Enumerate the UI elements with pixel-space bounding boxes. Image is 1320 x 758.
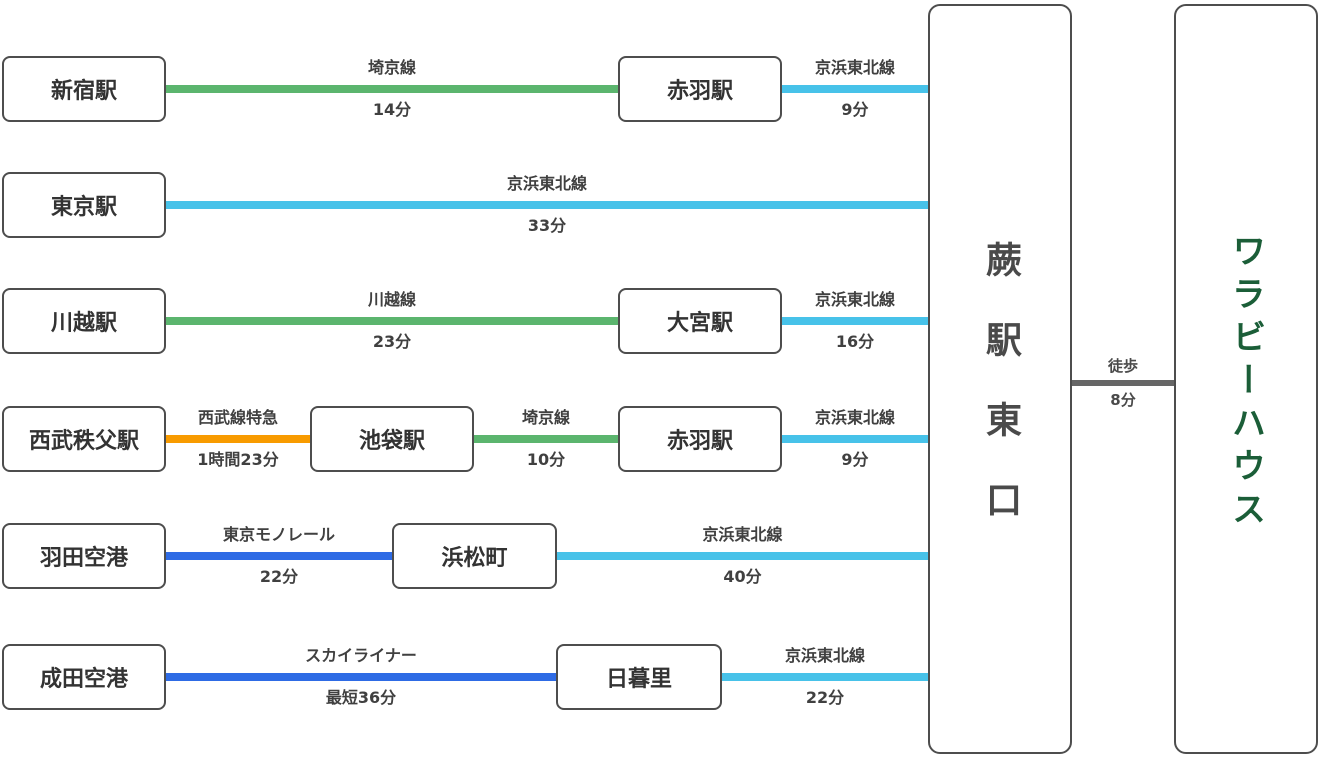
line-name-label: 埼京線: [521, 408, 570, 427]
duration-label: 16分: [835, 332, 875, 351]
saikyo-line-bar: [474, 435, 618, 443]
line-name-label: 京浜東北線: [814, 58, 895, 77]
leg-akabane-warabi-1: 京浜東北線 9分: [782, 57, 928, 121]
saikyo-line-bar: [166, 85, 618, 93]
station-box-narita-airport: 成田空港: [2, 644, 166, 710]
skyliner-line-bar: [166, 673, 556, 681]
keihin-tohoku-line-bar: [166, 201, 928, 209]
station-label: 川越駅: [50, 311, 117, 336]
line-name-label: 東京モノレール: [222, 525, 335, 544]
leg-nippori-warabi: 京浜東北線 22分: [722, 645, 928, 709]
station-box-akabane-1: 赤羽駅: [618, 56, 782, 122]
station-label: 大宮駅: [666, 311, 733, 336]
duration-label: 22分: [259, 567, 299, 586]
line-name-label: 埼京線: [367, 58, 416, 77]
warabi-station-label: 蕨駅東口: [980, 241, 1021, 561]
keihin-tohoku-line-bar: [722, 673, 928, 681]
wallaby-house-label: ワラビーハウス: [1225, 233, 1266, 534]
line-name-label: 京浜東北線: [814, 290, 895, 309]
station-box-ikebukuro: 池袋駅: [310, 406, 474, 472]
tokyo-monorail-line-bar: [166, 552, 392, 560]
station-box-tokyo: 東京駅: [2, 172, 166, 238]
keihin-tohoku-line-bar: [782, 317, 928, 325]
duration-label: 14分: [372, 100, 412, 119]
seibu-express-line-bar: [166, 435, 310, 443]
station-box-kawagoe: 川越駅: [2, 288, 166, 354]
station-box-shinjuku: 新宿駅: [2, 56, 166, 122]
leg-shinjuku-akabane: 埼京線 14分: [166, 57, 618, 121]
station-label: 東京駅: [50, 195, 117, 220]
keihin-tohoku-line-bar: [557, 552, 928, 560]
station-box-seibu-chichibu: 西武秩父駅: [2, 406, 166, 472]
duration-label: 40分: [723, 567, 762, 586]
keihin-tohoku-line-bar: [782, 435, 928, 443]
line-name-label: 京浜東北線: [814, 408, 895, 427]
leg-haneda-hamamatsucho: 東京モノレール 22分: [166, 524, 392, 588]
duration-label: 9分: [841, 100, 869, 119]
leg-chichibu-ikebukuro: 西武線特急 1時間23分: [166, 407, 310, 471]
wallaby-house-box: ワラビーハウス: [1174, 4, 1318, 754]
duration-label: 最短36分: [325, 688, 397, 707]
line-name-label: 川越線: [367, 290, 416, 309]
duration-label: 33分: [527, 216, 567, 235]
duration-label: 22分: [805, 688, 845, 707]
station-label: 西武秩父駅: [28, 429, 139, 454]
warabi-station-east-exit-box: 蕨駅東口: [928, 4, 1072, 754]
station-label: 成田空港: [39, 667, 128, 692]
station-label: 日暮里: [605, 667, 672, 692]
line-name-label: 京浜東北線: [506, 174, 587, 193]
station-label: 赤羽駅: [666, 429, 733, 454]
station-box-hamamatsucho: 浜松町: [392, 523, 557, 589]
station-box-omiya: 大宮駅: [618, 288, 782, 354]
walk-mode-label: 徒歩: [1107, 357, 1138, 375]
keihin-tohoku-line-bar: [782, 85, 928, 93]
duration-label: 9分: [841, 450, 869, 469]
station-label: 池袋駅: [358, 429, 425, 454]
leg-kawagoe-omiya: 川越線 23分: [166, 289, 618, 353]
leg-tokyo-warabi: 京浜東北線 33分: [166, 173, 928, 237]
station-label: 新宿駅: [50, 79, 117, 104]
line-name-label: 京浜東北線: [784, 646, 865, 665]
duration-label: 23分: [372, 332, 412, 351]
station-box-nippori: 日暮里: [556, 644, 722, 710]
line-name-label: 京浜東北線: [702, 525, 783, 544]
station-box-akabane-2: 赤羽駅: [618, 406, 782, 472]
station-label: 浜松町: [441, 546, 508, 571]
walk-connector: 徒歩 8分: [1072, 356, 1174, 410]
line-name-label: 西武線特急: [197, 408, 278, 427]
leg-omiya-warabi: 京浜東北線 16分: [782, 289, 928, 353]
leg-akabane-warabi-2: 京浜東北線 9分: [782, 407, 928, 471]
kawagoe-line-bar: [166, 317, 618, 325]
station-box-haneda-airport: 羽田空港: [2, 523, 166, 589]
leg-ikebukuro-akabane: 埼京線 10分: [474, 407, 618, 471]
leg-narita-nippori: スカイライナー 最短36分: [166, 645, 556, 709]
walk-duration-label: 8分: [1110, 391, 1136, 409]
station-label: 赤羽駅: [666, 79, 733, 104]
walk-line-bar: [1072, 380, 1174, 386]
duration-label: 10分: [526, 450, 566, 469]
leg-hamamatsucho-warabi: 京浜東北線 40分: [557, 524, 928, 588]
line-name-label: スカイライナー: [305, 646, 417, 665]
station-label: 羽田空港: [39, 546, 128, 571]
duration-label: 1時間23分: [197, 450, 279, 469]
